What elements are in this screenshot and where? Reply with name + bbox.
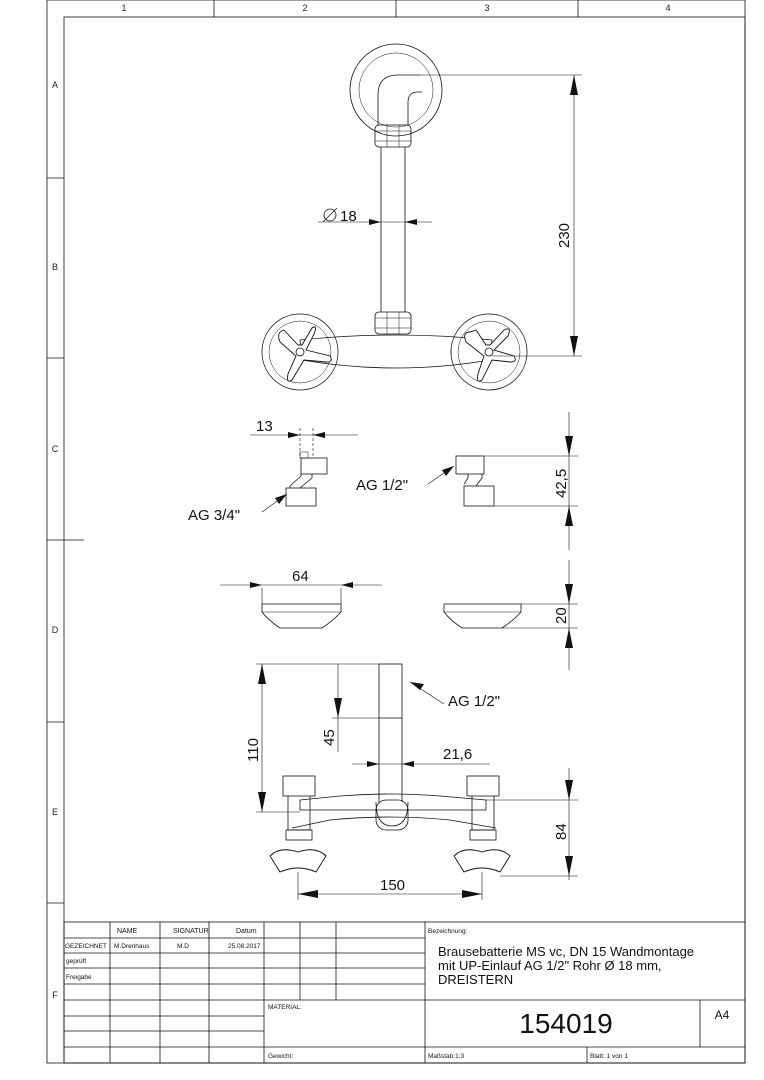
dim-height-110: 110 bbox=[245, 663, 379, 813]
dim-text-64: 64 bbox=[292, 568, 309, 585]
dim-text-45: 45 bbox=[321, 729, 338, 746]
eccentric-right bbox=[455, 455, 495, 507]
tb-description-line1: Brausebatterie MS vc, DN 15 Wandmontage bbox=[438, 944, 694, 959]
tb-sig-gezeichnet: M.D bbox=[177, 943, 189, 950]
dim-text-216: 21,6 bbox=[443, 746, 472, 763]
tb-name-gezeichnet: M.Drenhaus bbox=[114, 943, 150, 950]
zone-row-d: D bbox=[52, 625, 59, 635]
zone-row-b: B bbox=[52, 262, 58, 272]
tb-bezeichnung-label: Bezeichnung: bbox=[428, 928, 468, 935]
dim-text-110: 110 bbox=[245, 738, 262, 762]
tb-date-gezeichnet: 25.08.2017 bbox=[228, 943, 261, 950]
zone-col-3: 3 bbox=[484, 3, 489, 13]
dim-height-84: 84 bbox=[486, 768, 578, 880]
dim-width-216: 21,6 bbox=[352, 746, 490, 767]
dim-text-230: 230 bbox=[556, 223, 573, 248]
eccentric-left bbox=[285, 451, 328, 507]
dim-rosette-width: 64 bbox=[220, 568, 382, 604]
tb-massstab: Maßstab:1:3 bbox=[428, 1053, 465, 1060]
label-thread-34: AG 3/4" bbox=[188, 493, 288, 524]
dim-height-45: 45 bbox=[321, 664, 379, 752]
zone-labels: 1 2 3 4 A B C D E F bbox=[52, 3, 671, 1000]
dim-text-20: 20 bbox=[553, 607, 570, 624]
zone-col-2: 2 bbox=[302, 3, 307, 13]
dim-height-425: 42,5 bbox=[484, 412, 578, 550]
drawing-frame bbox=[46, 0, 746, 1064]
thread-text-34: AG 3/4" bbox=[188, 507, 240, 524]
tb-gewicht-label: Gewicht: bbox=[268, 1053, 293, 1060]
thread-text-12-upper: AG 1/2" bbox=[356, 477, 408, 494]
tb-drawing-number: 154019 bbox=[519, 1008, 612, 1039]
tb-row-freigabe: Freigabe bbox=[66, 974, 92, 981]
dim-width-150: 150 bbox=[297, 872, 483, 900]
side-view bbox=[269, 663, 511, 873]
dim-text-84: 84 bbox=[553, 823, 570, 840]
label-thread-12-lower: AG 1/2" bbox=[409, 681, 500, 710]
thread-text-12-lower: AG 1/2" bbox=[448, 693, 500, 710]
tb-row-gezeichnet: GEZEICHNET bbox=[65, 943, 107, 950]
tb-header-datum: Datum bbox=[236, 928, 257, 935]
tb-blatt: Blatt: 1 von 1 bbox=[590, 1053, 628, 1060]
label-thread-12-upper: AG 1/2" bbox=[356, 465, 455, 494]
zone-col-4: 4 bbox=[665, 3, 670, 13]
rosette-left bbox=[261, 603, 342, 629]
dim-text-425: 42,5 bbox=[553, 469, 570, 498]
zone-row-e: E bbox=[52, 807, 58, 817]
dim-pipe-diameter: 18 bbox=[318, 207, 432, 225]
tb-description-line3: DREISTERN bbox=[438, 972, 513, 987]
zone-col-1: 1 bbox=[121, 3, 126, 13]
tb-format: A4 bbox=[715, 1008, 730, 1022]
dim-text-150: 150 bbox=[380, 877, 405, 894]
dim-text-13: 13 bbox=[256, 418, 273, 435]
dim-text-18: 18 bbox=[340, 208, 357, 225]
dim-rosette-height: 20 bbox=[502, 560, 578, 670]
tb-material-label: MATERIAL: bbox=[268, 1004, 302, 1011]
zone-row-c: C bbox=[52, 444, 59, 454]
tb-header-signatur: SIGNATUR bbox=[173, 928, 209, 935]
dim-offset-13: 13 bbox=[250, 418, 358, 458]
dim-height-230: 230 bbox=[420, 74, 582, 357]
tb-row-geprueft: geprüft bbox=[66, 958, 86, 965]
tb-description-line2: mit UP-Einlauf AG 1/2" Rohr Ø 18 mm, bbox=[438, 958, 662, 973]
front-view bbox=[261, 43, 528, 391]
zone-row-a: A bbox=[52, 80, 58, 90]
tb-header-name: NAME bbox=[117, 928, 138, 935]
zone-row-f: F bbox=[52, 990, 58, 1000]
title-block bbox=[63, 921, 746, 1064]
rosette-right bbox=[443, 603, 522, 629]
